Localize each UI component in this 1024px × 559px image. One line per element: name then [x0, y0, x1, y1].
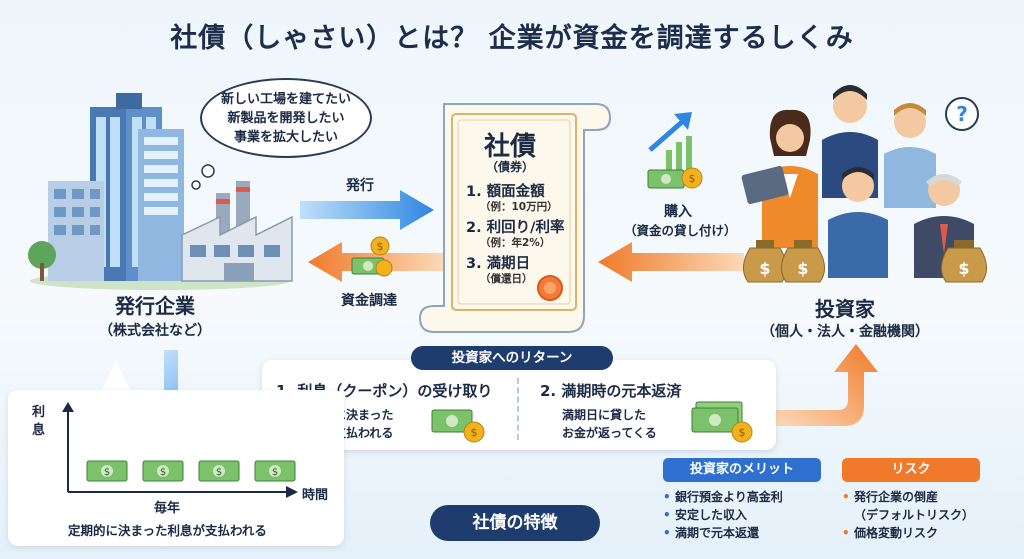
- svg-text:$: $: [739, 426, 746, 439]
- risks-header: リスク: [842, 458, 980, 482]
- issue-label: 発行: [346, 178, 374, 194]
- thought-bubble: 新しい工場を建てたい 新製品を開発したい 事業を拡大したい: [200, 78, 372, 158]
- features-pill: 社債の特徴: [430, 505, 600, 541]
- graph-under-label: 毎年: [154, 501, 181, 516]
- money-bill-icon: $: [142, 460, 184, 482]
- svg-text:$: $: [471, 426, 478, 439]
- svg-text:$: $: [759, 259, 770, 278]
- investor-label: 投資家: [815, 297, 875, 321]
- money-bill-icon: $: [254, 460, 296, 482]
- bond-item-maturity: 3. 満期日: [466, 256, 531, 272]
- return-item-principal-desc: 満期日に貸した お金が返ってくる: [562, 406, 657, 442]
- graph-pointer: [100, 360, 132, 394]
- return-to-investor-arrow: [776, 344, 878, 426]
- merit-item: •安定した収入: [663, 508, 748, 522]
- bond-certificate: [418, 103, 612, 333]
- returns-panel: [262, 360, 776, 450]
- principal-money-icon: $: [691, 401, 753, 443]
- growth-money-icon: $: [647, 112, 703, 189]
- page-title: 社債（しゃさい）とは？ 企業が資金を調達するしくみ: [170, 23, 854, 54]
- risk-text: 価格変動リスク: [854, 526, 939, 540]
- svg-text:$: $: [958, 259, 969, 278]
- returns-header: 投資家へのリターン: [411, 346, 613, 370]
- svg-text:$: $: [689, 172, 696, 185]
- merits-header: 投資家のメリット: [663, 458, 821, 482]
- risks-list: •発行企業の倒産 （デフォルトリスク） •価格変動リスク: [842, 488, 974, 542]
- graph-caption: 定期的に決まった利息が支払われる: [68, 523, 267, 538]
- return-item-principal-title: 2. 満期時の元本返済: [540, 382, 682, 400]
- risk-text: 発行企業の倒産: [854, 490, 939, 504]
- risk-text: （デフォルトリスク）: [854, 508, 975, 522]
- risk-item: •価格変動リスク: [842, 526, 939, 540]
- svg-text:$: $: [104, 467, 110, 478]
- merit-text: 銀行預金より高金利: [675, 490, 783, 504]
- svg-text:?: ?: [956, 102, 968, 126]
- merits-list: •銀行預金より高金利 •安定した収入 •満期で元本返還: [663, 488, 783, 542]
- risk-item: •発行企業の倒産: [842, 490, 939, 504]
- bubble-line: 新製品を開発したい: [227, 110, 345, 126]
- investors-illustration: ? $ $ $: [741, 85, 987, 283]
- bond-note: （例：10万円）: [480, 201, 558, 213]
- returns-divider: [517, 378, 519, 440]
- bond-subtitle: （債券）: [485, 160, 534, 174]
- risk-item: （デフォルトリスク）: [842, 506, 974, 524]
- bond-note: （償還日）: [480, 273, 533, 285]
- svg-text:$: $: [216, 467, 222, 478]
- merit-item: •銀行預金より高金利: [663, 490, 783, 504]
- issue-arrow: [300, 190, 434, 230]
- issuer-sublabel: （株式会社など）: [99, 323, 211, 339]
- bond-note: （例：年2%）: [480, 237, 551, 249]
- svg-text:$: $: [272, 467, 278, 478]
- desc-line: 満期日に貸した: [562, 408, 647, 422]
- interest-graph-axes: [62, 402, 298, 498]
- bond-item-face-value: 1. 額面金額: [466, 184, 545, 200]
- purchase-label: 購入: [664, 204, 692, 220]
- bond-item-yield: 2. 利回り/利率: [466, 220, 565, 236]
- merit-item: •満期で元本返還: [663, 526, 760, 540]
- investor-sublabel: （個人・法人・金融機関）: [761, 324, 929, 340]
- svg-text:$: $: [377, 240, 384, 253]
- svg-text:$: $: [160, 467, 166, 478]
- purchase-arrow: [598, 242, 744, 282]
- bubble-line: 事業を拡大したい: [233, 129, 338, 145]
- merit-text: 満期で元本返還: [675, 526, 760, 540]
- company-building-illustration: [28, 93, 293, 290]
- graph-xlabel: 時間: [302, 488, 329, 503]
- desc-line: お金が返ってくる: [562, 426, 657, 440]
- svg-text:$: $: [797, 259, 808, 278]
- funding-label: 資金調達: [341, 293, 397, 309]
- bubble-line: 新しい工場を建てたい: [220, 91, 351, 107]
- graph-ylabel: 利息: [32, 405, 46, 438]
- money-bill-icon: $: [86, 460, 128, 482]
- interest-payments-row: $ $ $ $: [86, 460, 306, 482]
- coupon-money-icon: $: [431, 409, 485, 443]
- purchase-sublabel: （資金の貸し付け）: [624, 223, 737, 238]
- merit-text: 安定した収入: [675, 508, 748, 522]
- bond-title: 社債: [483, 132, 536, 162]
- issuer-label: 発行企業: [115, 294, 195, 318]
- money-stack-icon: $: [351, 236, 393, 277]
- money-bill-icon: $: [198, 460, 240, 482]
